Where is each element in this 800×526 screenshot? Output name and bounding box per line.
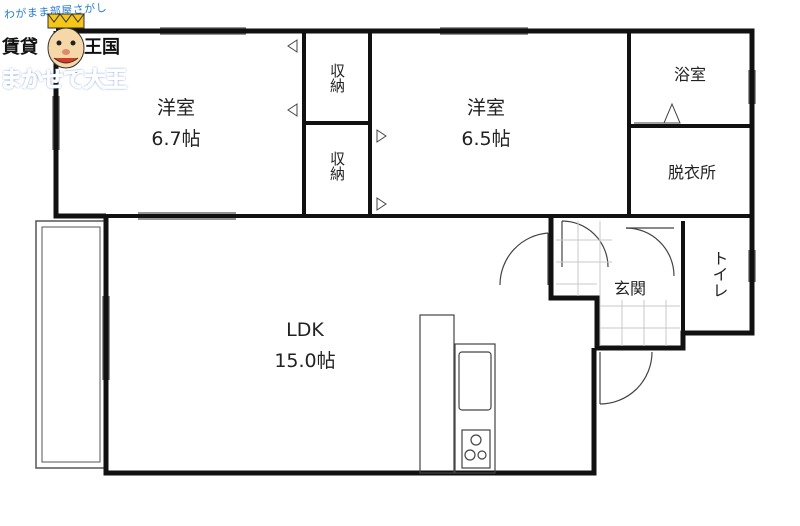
logo-right-text: 王国 — [84, 37, 120, 58]
room-dressing: 脱衣所 — [668, 163, 716, 182]
windows — [52, 27, 756, 380]
room-closet-bottom: 収納 — [328, 151, 346, 182]
king-mascot-icon — [47, 12, 85, 69]
room-western-right-name: 洋室 — [467, 97, 505, 119]
room-bath: 浴室 — [674, 65, 706, 84]
room-closet-top: 収納 — [328, 63, 346, 94]
room-western-left-name: 洋室 — [157, 97, 195, 119]
room-western-left-size: 6.7帖 — [151, 128, 200, 150]
balcony — [35, 220, 107, 469]
room-entrance: 玄関 — [614, 279, 646, 298]
outer-walls — [53, 28, 755, 476]
interior-walls — [106, 33, 752, 333]
kitchen — [419, 314, 496, 474]
room-western-right-size: 6.5帖 — [461, 128, 510, 150]
room-toilet: トイレ — [710, 250, 729, 298]
logo-left-text: 賃貸 — [2, 37, 38, 58]
logo-main-text: まかせて大王 — [0, 68, 128, 94]
room-ldk-name: LDK — [286, 319, 324, 341]
entrance-tiles — [556, 221, 680, 346]
closet-doors — [287, 39, 681, 211]
room-ldk-size: 15.0帖 — [274, 350, 335, 372]
company-logo: わがまま部屋さがし 賃貸 王国 まかせて大王 — [0, 0, 132, 102]
door-swings — [499, 220, 675, 405]
